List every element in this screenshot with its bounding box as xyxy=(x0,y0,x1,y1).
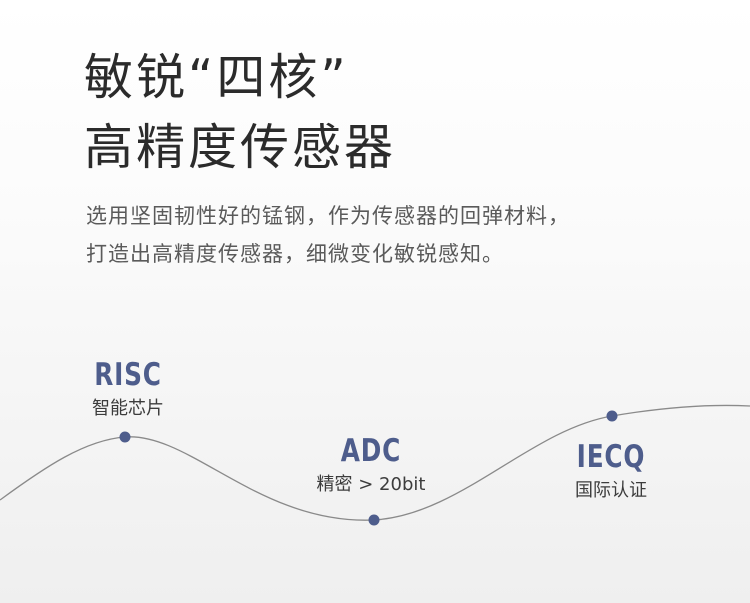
feature-risc: RISC 智能芯片 xyxy=(28,360,228,418)
description-line-1: 选用坚固韧性好的锰钢，作为传感器的回弹材料， xyxy=(86,204,570,228)
feature-label: 智能芯片 xyxy=(92,398,164,419)
feature-label: 国际认证 xyxy=(575,480,647,501)
feature-adc: ADC 精密 > 20bit xyxy=(271,436,471,494)
headline-line-2: 高精度传感器 xyxy=(84,119,397,176)
wave-dot-risc xyxy=(119,431,131,443)
feature-iecq: IECQ 国际认证 xyxy=(511,442,711,500)
description-line-2: 打造出高精度传感器，细微变化敏锐感知。 xyxy=(86,242,504,266)
wave-dot-adc xyxy=(368,514,380,526)
wave-dot-iecq xyxy=(606,410,618,422)
feature-label: 精密 > 20bit xyxy=(316,474,426,495)
feature-code: ADC xyxy=(340,433,402,469)
feature-code: RISC xyxy=(94,357,162,393)
headline-line-1: 敏锐“四核” xyxy=(84,49,349,106)
feature-code: IECQ xyxy=(576,439,646,475)
